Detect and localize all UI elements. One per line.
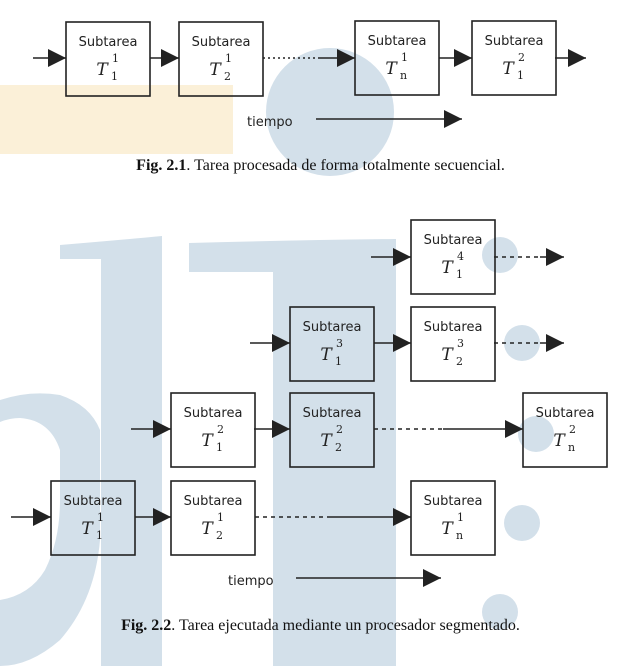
subtask-box-frame [65,21,151,97]
watermark-circle-top [266,48,394,176]
subtask-superscript: 3 [457,337,464,350]
watermark-dot-3 [518,416,554,452]
subtask-subscript: 2 [335,441,342,454]
subtask-box-frame [178,21,264,97]
subtask-superscript: 2 [336,423,343,436]
subtask-box-frame [522,392,608,468]
subtask-superscript: 4 [457,250,464,263]
subtask-box-frame [410,306,496,382]
subtask-symbol: T [201,431,214,451]
subtask-superscript: 1 [225,52,232,65]
subtask-subscript: 1 [216,441,223,454]
subtask-box-frame [410,219,496,295]
watermark-dot-4 [504,505,540,541]
subtask-superscript: 1 [112,52,119,65]
figure-2-2-caption: Fig. 2.2. Tarea ejecutada mediante un pr… [0,617,641,635]
subtask-subscript: 1 [517,69,524,82]
subtask-symbol: T [209,60,222,80]
subtask-subscript: 1 [96,529,103,542]
subtask-superscript: 2 [569,423,576,436]
subtask-subscript: 2 [216,529,223,542]
subtask-subscript: 1 [335,355,342,368]
subtask-label: Subtarea [485,34,544,49]
subtask-box-frame [289,306,375,382]
subtask-superscript: 2 [518,51,525,64]
subtask-box-frame [170,480,256,556]
subtask-symbol: T [441,345,454,365]
subtask-subscript: 2 [224,70,231,83]
subtask-subscript: 2 [456,355,463,368]
subtask-symbol: T [81,519,94,539]
subtask-symbol: T [320,345,333,365]
subtask-box-frame [471,20,557,96]
subtask-label: Subtarea [424,233,483,248]
subtask-subscript: n [568,441,575,454]
subtask-symbol: T [502,59,515,79]
subtask-superscript: 1 [457,511,464,524]
subtask-symbol: T [320,431,333,451]
subtask-superscript: 1 [97,511,104,524]
subtask-label: Subtarea [184,406,243,421]
figure-2-1-caption-text: . Tarea procesada de forma totalmente se… [186,157,505,174]
subtask-symbol: T [201,519,214,539]
subtask-box-frame [410,480,496,556]
time-label: tiempo [228,574,274,589]
subtask-superscript: 3 [336,337,343,350]
time-label: tiempo [247,115,293,130]
subtask-label: Subtarea [303,406,362,421]
watermark-dot-1 [482,237,518,273]
figure-2-2-caption-number: Fig. 2.2 [121,617,172,634]
subtask-box-frame [289,392,375,468]
watermark-digit-one [60,236,162,666]
subtask-label: Subtarea [192,35,251,50]
subtask-label: Subtarea [424,494,483,509]
subtask-symbol: T [96,60,109,80]
watermark-dot-5 [482,594,518,630]
subtask-label: Subtarea [303,320,362,335]
subtask-box-frame [170,392,256,468]
figure-2-1-caption-number: Fig. 2.1 [136,157,187,174]
subtask-symbol: T [553,431,566,451]
subtask-subscript: 1 [111,70,118,83]
subtask-superscript: 1 [401,51,408,64]
figure-2-2-caption-text: . Tarea ejecutada mediante un procesador… [171,617,520,634]
subtask-superscript: 2 [217,423,224,436]
subtask-label: Subtarea [536,406,595,421]
subtask-subscript: n [456,529,463,542]
subtask-symbol: T [441,258,454,278]
subtask-superscript: 1 [217,511,224,524]
subtask-label: Subtarea [79,35,138,50]
subtask-box-frame [50,480,136,556]
subtask-symbol: T [385,59,398,79]
subtask-subscript: 1 [456,268,463,281]
watermark-letter-d-arc [0,393,100,666]
subtask-label: Subtarea [368,34,427,49]
subtask-symbol: T [441,519,454,539]
subtask-subscript: n [400,69,407,82]
subtask-box-frame [354,20,440,96]
watermark-letter-t [189,239,396,666]
subtask-label: Subtarea [64,494,123,509]
figure-2-1-caption: Fig. 2.1. Tarea procesada de forma total… [0,157,641,175]
subtask-label: Subtarea [424,320,483,335]
subtask-label: Subtarea [184,494,243,509]
